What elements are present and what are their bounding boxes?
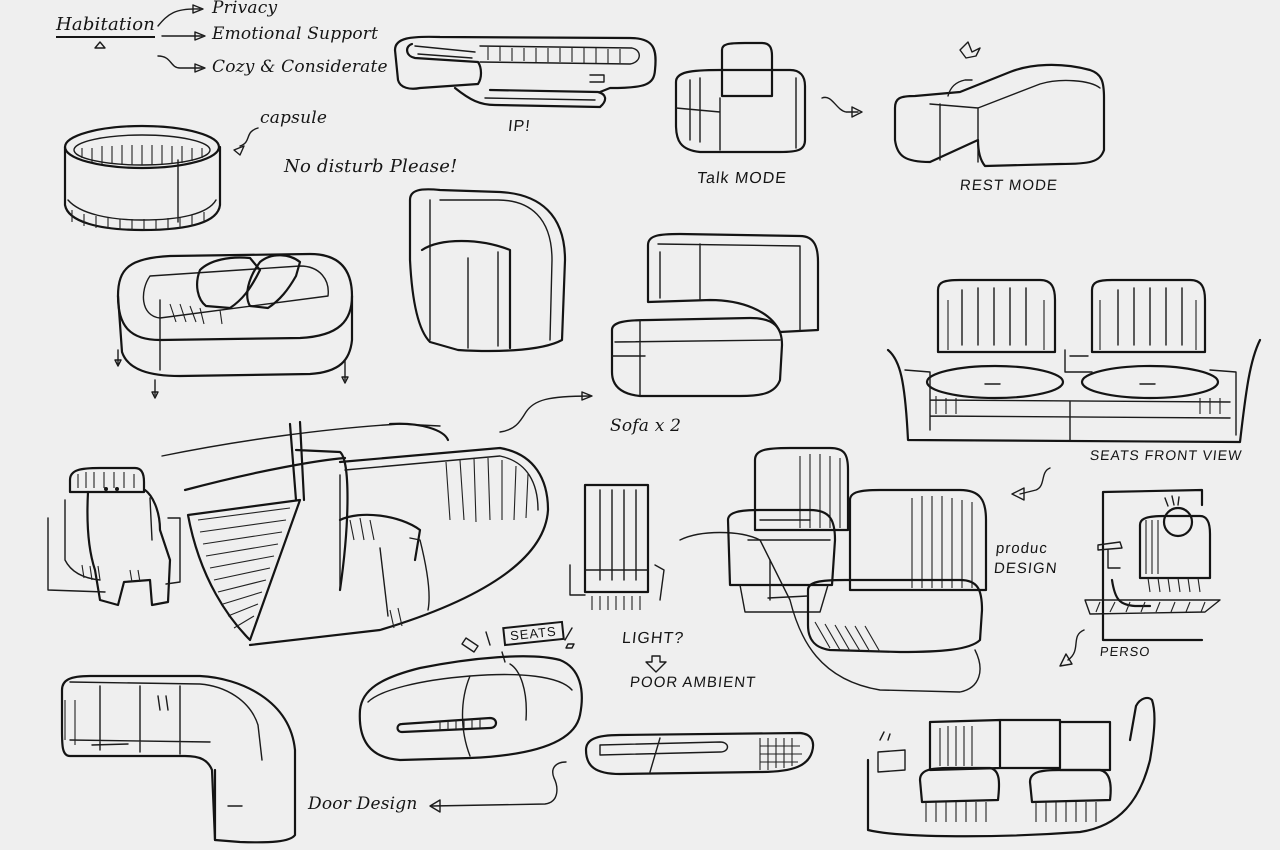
curved-booth-sketch bbox=[408, 188, 567, 353]
branch-emotional-support: Emotional Support bbox=[212, 24, 379, 44]
sofa-chair-sketch bbox=[610, 232, 820, 398]
label-poor-ambient: POOR AMBIENT bbox=[629, 674, 758, 691]
round-sofa-sketch bbox=[114, 252, 354, 399]
seated-figure-sketch bbox=[47, 466, 181, 607]
perso-chair-sketch bbox=[1084, 488, 1221, 642]
vehicle-interior-sketch bbox=[161, 420, 550, 647]
label-door-design: Door Design bbox=[308, 794, 418, 814]
long-pod-sketch bbox=[584, 731, 815, 776]
product-design-seats-sketch bbox=[679, 446, 988, 693]
ip-vehicle-sketch bbox=[393, 35, 657, 109]
label-sofa-x2: Sofa x 2 bbox=[610, 416, 682, 436]
perso-arrow bbox=[1067, 629, 1085, 661]
label-seats-front-view: SEATS FRONT VIEW bbox=[1089, 447, 1244, 463]
habitation-title: Habitation bbox=[56, 14, 156, 38]
label-rest-mode: REST MODE bbox=[959, 177, 1059, 194]
rest-mode-chair-sketch bbox=[893, 41, 1106, 168]
label-capsule: capsule bbox=[260, 108, 328, 128]
branch-cozy-considerate: Cozy & Considerate bbox=[212, 57, 388, 77]
door-design-sofa-sketch bbox=[60, 674, 297, 844]
seats-front-view-sketch bbox=[886, 278, 1262, 444]
label-no-disturb: No disturb Please! bbox=[284, 156, 458, 177]
product-arrow bbox=[1019, 467, 1051, 495]
mode-arrow bbox=[821, 96, 859, 113]
label-ip: IP! bbox=[507, 118, 532, 135]
sofa-arrow bbox=[499, 395, 591, 433]
light-down-arrow bbox=[645, 655, 667, 673]
capsule-pod-sketch bbox=[358, 655, 583, 762]
label-light: LIGHT? bbox=[621, 630, 685, 647]
talk-mode-chair-sketch bbox=[674, 41, 807, 154]
vehicle-cabin-sketch bbox=[866, 696, 1156, 838]
label-product-design-1: produc bbox=[995, 540, 1049, 557]
label-perso: PERSO bbox=[1099, 644, 1152, 659]
branch-privacy: Privacy bbox=[212, 0, 278, 18]
tall-cabinet-sketch bbox=[569, 483, 665, 610]
habitation-arrows bbox=[94, 4, 206, 73]
label-product-design-2: DESIGN bbox=[993, 560, 1059, 577]
door-design-arrow bbox=[431, 761, 567, 807]
capsule-arrow bbox=[239, 127, 259, 147]
capsule-sketch bbox=[63, 124, 222, 232]
label-talk-mode: Talk MODE bbox=[696, 170, 788, 187]
